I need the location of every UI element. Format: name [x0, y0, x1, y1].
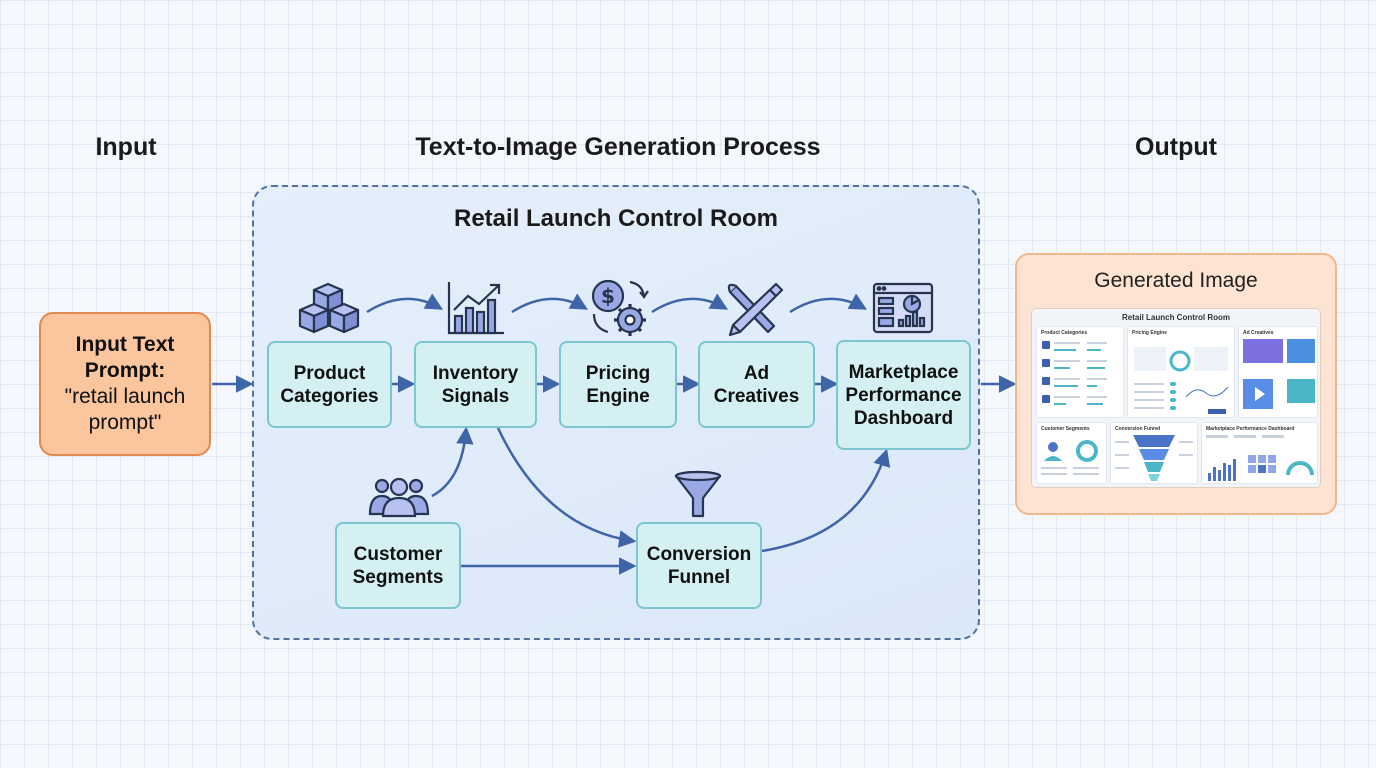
- boxes-icon: [298, 282, 360, 334]
- node-inventory-signals: Inventory Signals: [414, 341, 537, 428]
- thumb-panel-pricing-engine: Pricing Engine: [1127, 326, 1235, 418]
- thumb-rows-graphic: [1042, 341, 1107, 405]
- arrow-top-curve-1: [366, 293, 444, 314]
- arrow-top-curve-2: [511, 293, 589, 314]
- generated-image-thumbnail: Retail Launch Control Room Product Categ…: [1031, 308, 1321, 488]
- process-heading: Text-to-Image Generation Process: [415, 133, 821, 161]
- thumb-panel-product-categories: Product Categories: [1036, 326, 1124, 418]
- thumb-panel-ad-creatives: Ad Creatives: [1238, 326, 1318, 418]
- thumb-dashboard-graphic: [1206, 435, 1314, 481]
- arrow-top-curve-4: [789, 293, 868, 314]
- arrow-inventory-to-funnel: [496, 427, 637, 548]
- thumb-panel-marketplace-dashboard: Marketplace Performance Dashboard: [1201, 422, 1318, 484]
- input-prompt-title: Input Text Prompt:: [75, 333, 175, 382]
- people-group-icon: [368, 477, 430, 518]
- node-marketplace-dashboard: Marketplace Performance Dashboard: [836, 340, 971, 450]
- thumb-panel-conversion-funnel: Conversion Funnel: [1110, 422, 1198, 484]
- thumb-funnel-graphic: [1115, 435, 1193, 481]
- process-title: Retail Launch Control Room: [454, 205, 778, 232]
- thumb-panel-label: Customer Segments: [1041, 426, 1090, 432]
- thumbnail-title: Retail Launch Control Room: [1122, 313, 1230, 322]
- input-heading: Input: [95, 133, 157, 161]
- thumb-gauge-graphic: [1134, 347, 1229, 414]
- thumb-panel-label: Conversion Funnel: [1115, 426, 1161, 432]
- thumb-panel-label: Ad Creatives: [1243, 330, 1274, 336]
- svg-text:$: $: [601, 284, 615, 308]
- node-pricing-engine: Pricing Engine: [559, 341, 677, 428]
- thumb-creatives-graphic: [1243, 339, 1315, 409]
- node-ad-creatives: Ad Creatives: [698, 341, 815, 428]
- output-box: Generated Image Retail Launch Control Ro…: [1015, 253, 1337, 515]
- node-product-categories: Product Categories: [267, 341, 392, 428]
- arrow-funnel-to-dashboard: [761, 448, 891, 553]
- arrow-top-curve-3: [651, 293, 729, 314]
- output-title: Generated Image: [1094, 269, 1258, 292]
- arrow-segments-to-inventory: [431, 426, 474, 498]
- input-prompt-text: "retail launch prompt": [64, 385, 186, 434]
- input-prompt-box: Input Text Prompt: "retail launch prompt…: [39, 312, 211, 456]
- funnel-icon: [674, 470, 722, 518]
- dashboard-window-icon: [872, 282, 934, 334]
- output-heading: Output: [1135, 133, 1217, 161]
- thumb-panel-label: Pricing Engine: [1132, 330, 1168, 336]
- thumb-segments-graphic: [1041, 440, 1099, 475]
- brush-pencil-icon: [727, 282, 784, 337]
- node-customer-segments: Customer Segments: [335, 522, 461, 609]
- node-conversion-funnel: Conversion Funnel: [636, 522, 762, 609]
- bar-chart-trend-icon: [447, 282, 504, 335]
- thumb-panel-label: Product Categories: [1041, 330, 1088, 336]
- thumb-panel-customer-segments: Customer Segments: [1036, 422, 1107, 484]
- dollar-gear-icon: $: [591, 279, 649, 336]
- thumb-panel-label: Marketplace Performance Dashboard: [1206, 426, 1295, 432]
